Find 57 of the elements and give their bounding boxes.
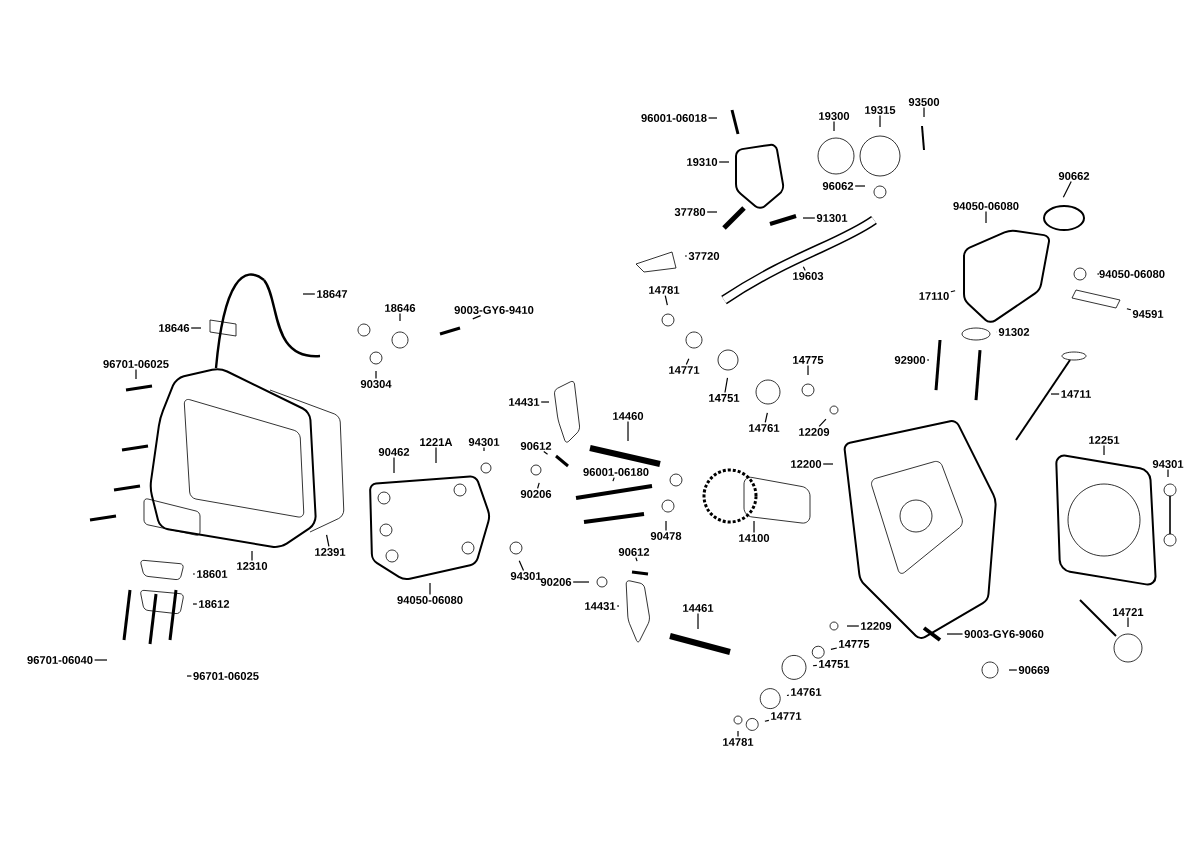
leader-line	[635, 556, 638, 562]
leader-line	[685, 358, 690, 366]
leader-line	[807, 364, 809, 376]
leader-line	[664, 294, 668, 306]
leader-line	[665, 520, 667, 532]
leader-line	[192, 603, 198, 605]
leader-line	[375, 370, 377, 380]
leader-line	[518, 560, 525, 572]
leader-line	[822, 463, 834, 465]
leader-line	[572, 581, 590, 583]
leader-line	[802, 217, 816, 219]
leader-line	[302, 293, 316, 295]
leader-line	[818, 418, 827, 428]
leader-line	[950, 290, 956, 293]
leader-line	[326, 534, 330, 548]
leader-line	[985, 210, 987, 224]
leader-line	[429, 582, 431, 596]
leader-line	[472, 314, 482, 320]
leader-line	[540, 401, 550, 403]
leader-line	[190, 327, 202, 329]
leader-line	[724, 377, 729, 394]
leader-line	[1127, 616, 1129, 628]
leader-line	[627, 420, 629, 442]
leader-line	[1062, 180, 1072, 198]
leader-line	[923, 107, 925, 118]
leader-line	[764, 719, 770, 722]
leader-line	[483, 446, 485, 452]
leader-line	[879, 115, 881, 128]
leader-line	[537, 482, 540, 490]
leader-line	[1167, 468, 1169, 478]
leader-line	[393, 456, 395, 474]
leader-line	[1103, 444, 1105, 456]
leader-line	[946, 633, 964, 635]
leader-line	[708, 117, 718, 119]
leader-line	[399, 312, 401, 322]
leader-line	[737, 730, 739, 738]
leader-line	[764, 412, 768, 424]
leader-line	[94, 659, 108, 661]
leader-line	[612, 476, 615, 482]
leader-line	[251, 550, 253, 562]
leader-line	[435, 446, 437, 464]
leader-line	[753, 520, 755, 534]
leader-line	[830, 647, 838, 650]
leader-line	[854, 185, 866, 187]
leader-line	[833, 121, 835, 132]
leader-line	[812, 664, 818, 667]
leader-line	[1126, 308, 1132, 311]
leader-line	[186, 675, 192, 677]
leader-line	[706, 211, 718, 213]
leader-line	[135, 368, 137, 380]
leader-line	[802, 266, 806, 272]
leader-line	[846, 625, 860, 627]
leader-line	[718, 161, 730, 163]
leader-line	[697, 612, 699, 630]
leader-line	[543, 450, 549, 455]
leader-line	[1050, 393, 1060, 395]
leader-line	[1008, 669, 1018, 671]
